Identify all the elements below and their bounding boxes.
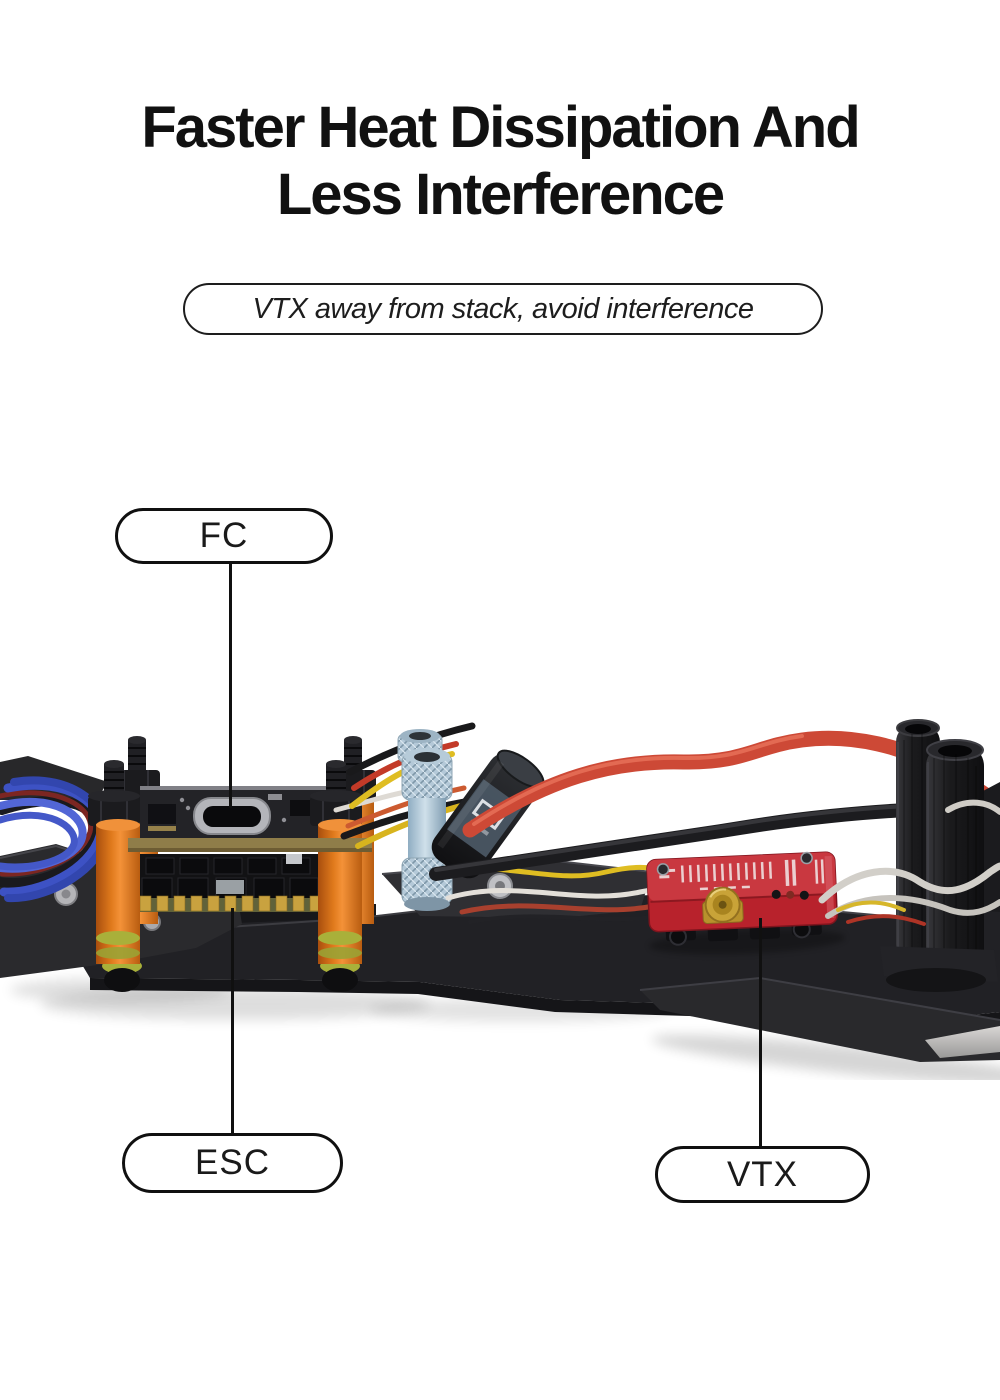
esc-board	[132, 854, 332, 912]
callout-pill-fc: FC	[115, 508, 333, 564]
gold-pads	[139, 895, 322, 912]
callout-pill-esc: ESC	[122, 1133, 343, 1193]
callout-line-fc	[229, 562, 232, 808]
title-line-2: Less Interference	[276, 162, 725, 228]
camera-wires-gray	[818, 799, 1000, 926]
page-title: Faster Heat Dissipation And Less Interfe…	[0, 94, 1000, 229]
standoff-orange-front-left	[88, 760, 140, 964]
callout-pill-vtx: VTX	[655, 1146, 870, 1203]
callout-label-vtx: VTX	[726, 1154, 799, 1194]
tpu-antenna-mount	[880, 719, 1000, 992]
callout-label-fc: FC	[199, 516, 249, 555]
title-line-1: Faster Heat Dissipation And	[141, 95, 860, 160]
drone-photo	[0, 719, 1000, 1080]
fc-esc-stack	[88, 736, 419, 964]
carrier-plate-edge	[128, 838, 372, 851]
callout-line-vtx	[759, 918, 762, 1149]
metal-reflection	[925, 1026, 1000, 1058]
vtx-led	[786, 890, 795, 899]
callout-line-esc	[231, 908, 234, 1136]
ufl-antenna-connector	[702, 886, 744, 924]
callout-label-esc: ESC	[195, 1143, 270, 1182]
subtitle-capsule: VTX away from stack, avoid interference	[183, 283, 823, 335]
subtitle-text: VTX away from stack, avoid interference	[252, 292, 754, 325]
standoff-blue	[397, 729, 453, 911]
vtx-module	[646, 851, 846, 955]
vtx-label-text	[659, 859, 825, 891]
fc-board	[140, 786, 338, 842]
carbon-arm-right	[639, 976, 1000, 1062]
